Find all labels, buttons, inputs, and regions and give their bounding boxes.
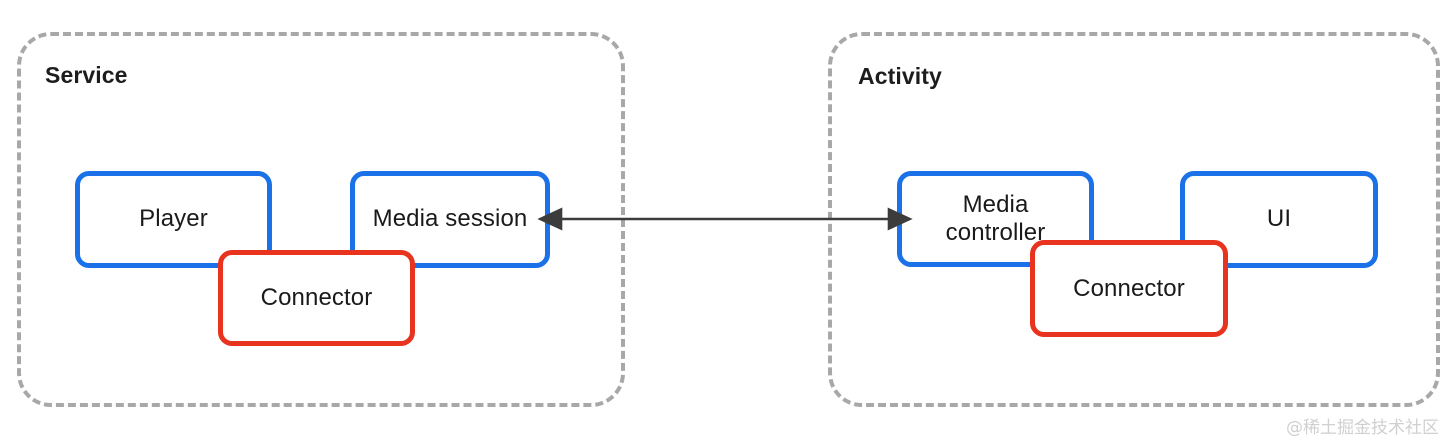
group-activity-label: Activity	[858, 63, 942, 89]
connector-service[interactable]: Connector	[218, 250, 415, 346]
connector-activity[interactable]: Connector	[1030, 240, 1228, 337]
watermark-label: @稀土掘金技术社区	[1286, 418, 1439, 438]
connection-media-session-to-media-controller	[537, 207, 913, 231]
group-service-label: Service	[45, 62, 128, 88]
